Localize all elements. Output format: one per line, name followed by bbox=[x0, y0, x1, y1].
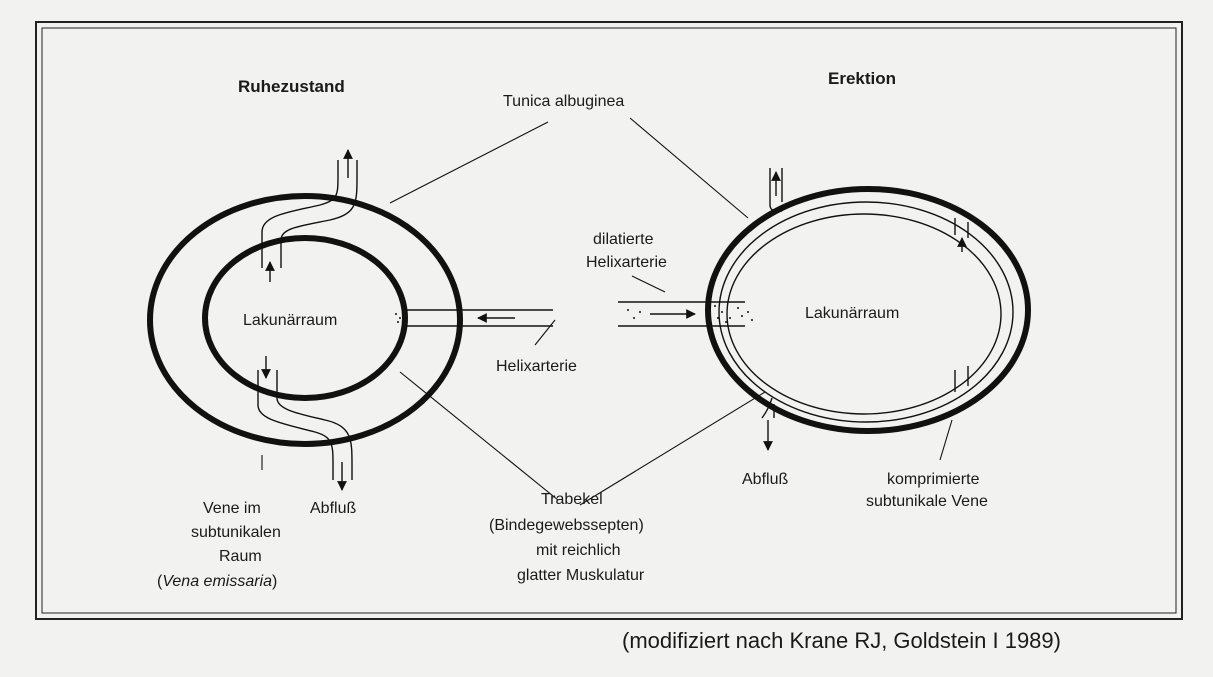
label-lacunar-right: Lakunärraum bbox=[805, 305, 899, 322]
lower-subtunical-vein bbox=[258, 356, 352, 490]
helix-artery-dilated bbox=[618, 302, 753, 326]
label-tunica-albuginea: Tunica albuginea bbox=[503, 93, 624, 110]
helix-artery-resting bbox=[395, 310, 553, 326]
label-trabecula-line4: glatter Muskulatur bbox=[517, 567, 645, 584]
label-compressed-vein-line1: komprimierte bbox=[887, 471, 980, 488]
label-vein-line4: (Vena emissaria) bbox=[157, 573, 277, 590]
label-vein-line2: subtunikalen bbox=[191, 524, 281, 541]
title-erection: Erektion bbox=[828, 69, 896, 88]
label-trabecula-line1: Trabekel bbox=[541, 491, 603, 508]
label-trabecula-line2: (Bindegewebssepten) bbox=[489, 517, 644, 534]
label-vein-line3: Raum bbox=[219, 548, 262, 565]
label-outflow-left: Abfluß bbox=[310, 500, 356, 517]
label-dilated-artery-line2: Helixarterie bbox=[586, 254, 667, 271]
label-vein-line1: Vene im bbox=[203, 500, 261, 517]
label-dilated-artery-line1: dilatierte bbox=[593, 231, 654, 248]
upper-subtunical-vein bbox=[262, 150, 357, 282]
title-resting: Ruhezustand bbox=[238, 77, 345, 96]
source-caption: (modifiziert nach Krane RJ, Goldstein I … bbox=[622, 628, 1061, 653]
label-outflow-right: Abfluß bbox=[742, 471, 788, 488]
label-helix-artery: Helixarterie bbox=[496, 358, 577, 375]
resting-state-diagram bbox=[150, 150, 553, 490]
label-lacunar-left: Lakunärraum bbox=[243, 312, 337, 329]
label-compressed-vein-line2: subtunikale Vene bbox=[866, 493, 988, 510]
label-trabecula-line3: mit reichlich bbox=[536, 542, 620, 559]
